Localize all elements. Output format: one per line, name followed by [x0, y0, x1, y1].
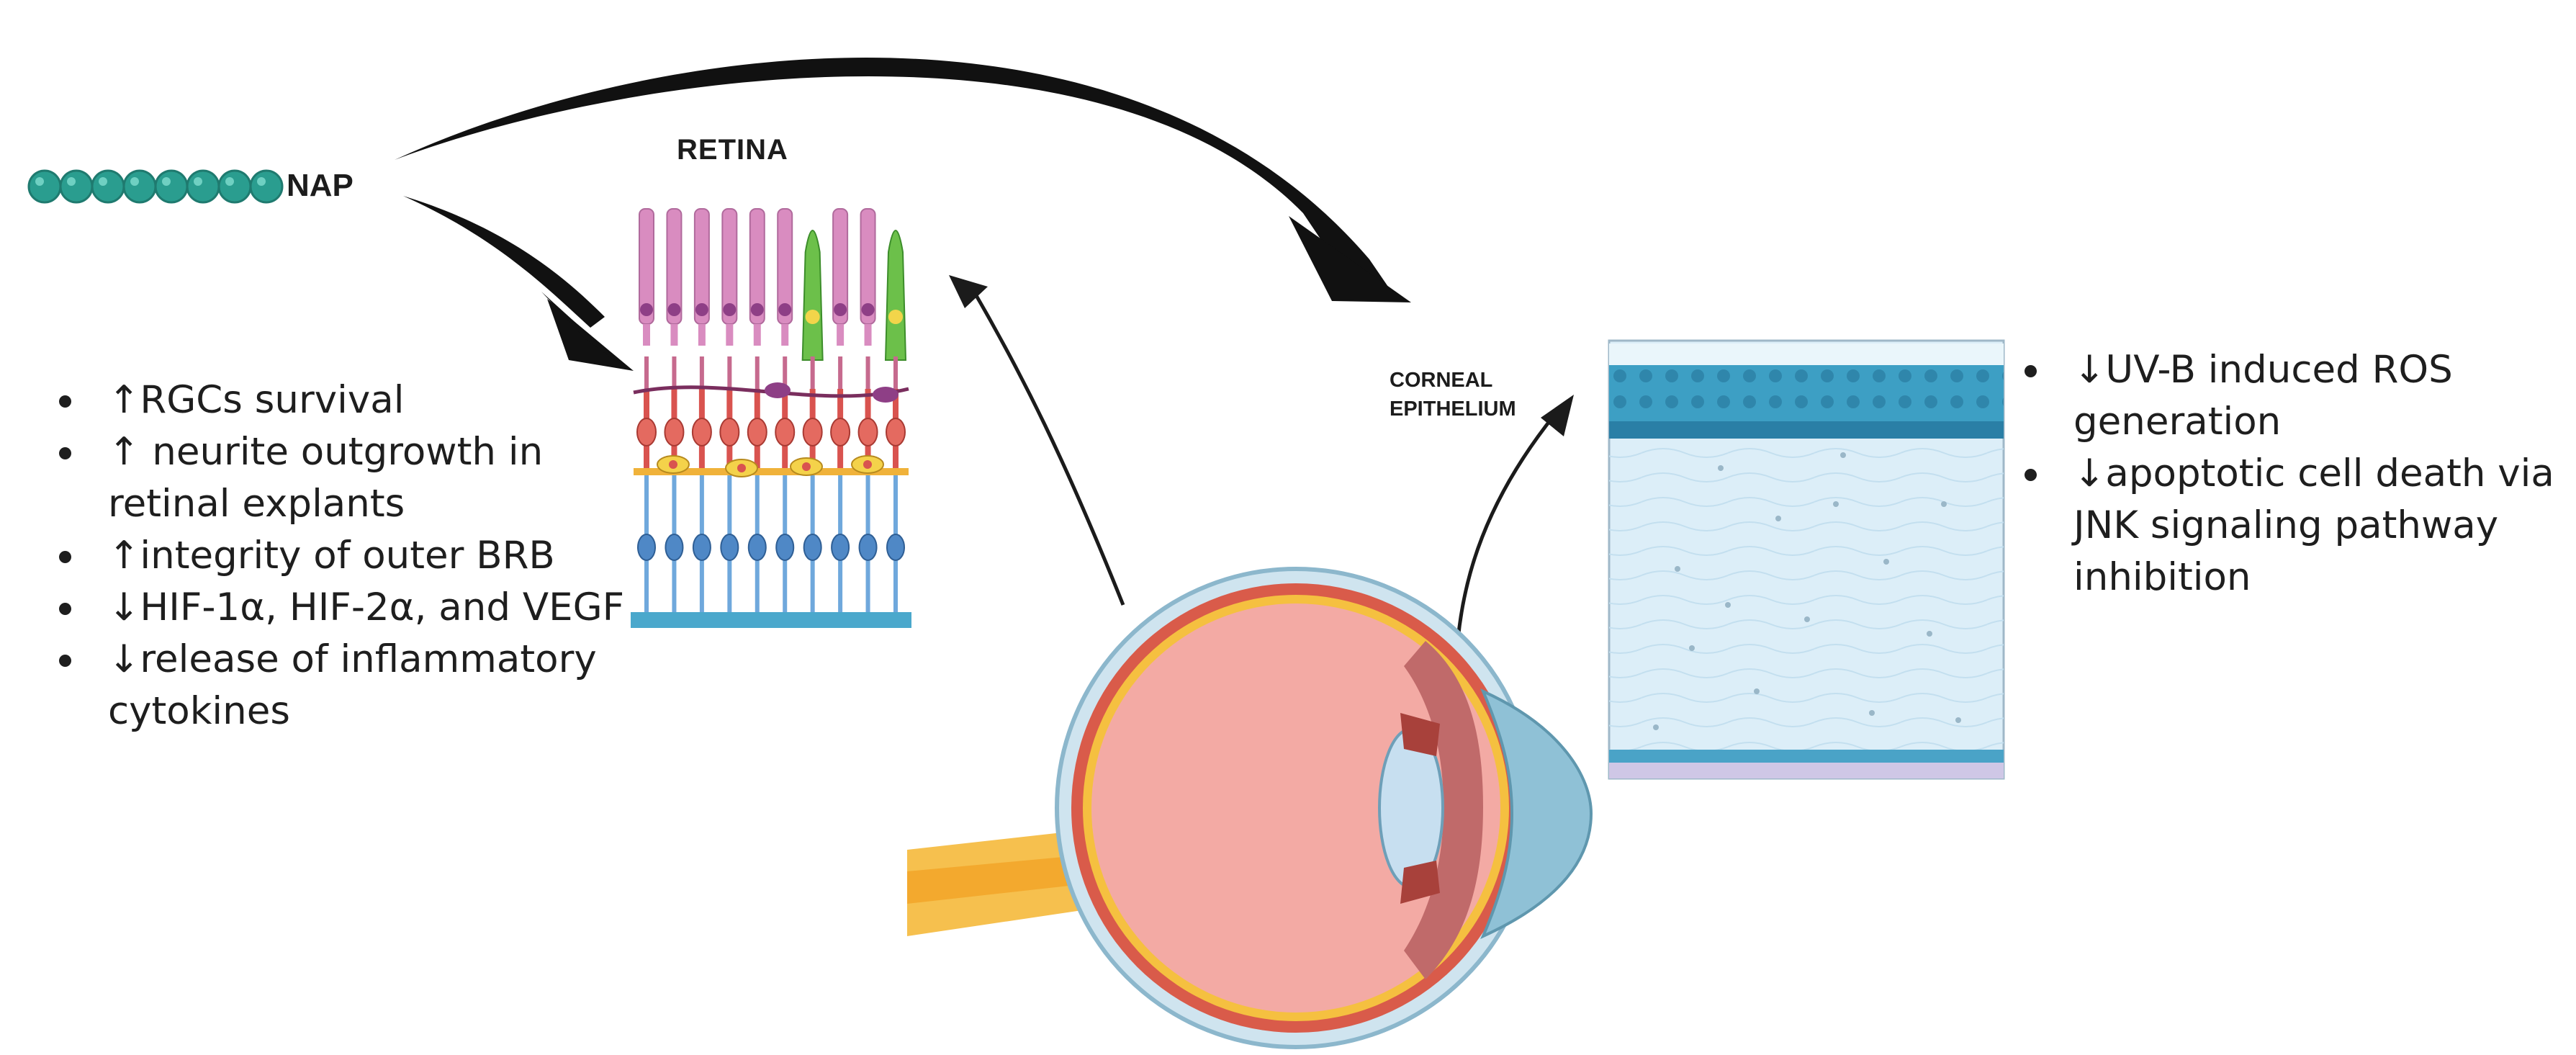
cornea-effects-list: ↓UV-B induced ROS generation ↓apoptotic … — [2009, 344, 2556, 603]
retina-label: RETINA — [677, 134, 788, 166]
arrow-nap-to-cornea — [395, 58, 1411, 302]
peptide-bead — [154, 169, 189, 204]
retina-effects-list: ↑RGCs survival ↑ neurite outgrowth in re… — [43, 374, 634, 737]
list-item: ↑ neurite outgrowth in retinal explants — [43, 426, 634, 530]
peptide-bead — [91, 169, 125, 204]
corneal-tissue-block — [1608, 339, 2005, 780]
effect-text: ↓release of inflammatory cytokines — [108, 637, 597, 733]
effect-text: ↑RGCs survival — [108, 378, 405, 422]
corneal-epithelium-label: CORNEAL EPITHELIUM — [1390, 369, 1516, 421]
effect-text: ↓apoptotic cell death via JNK signaling … — [2073, 452, 2554, 599]
nap-peptide-chain — [27, 169, 284, 204]
effect-text: ↑ neurite outgrowth in retinal explants — [108, 430, 544, 526]
eye-cross-section — [907, 567, 1593, 1049]
retina-layers-illustration — [631, 208, 911, 628]
bullet-icon — [59, 603, 71, 615]
arrow-nap-to-retina — [403, 196, 634, 371]
bullet-icon — [2025, 365, 2037, 377]
peptide-bead — [27, 169, 62, 204]
list-item: ↑RGCs survival — [43, 374, 634, 426]
peptide-bead — [122, 169, 157, 204]
nap-label: NAP — [287, 168, 353, 203]
peptide-bead — [59, 169, 94, 204]
bullet-icon — [59, 551, 71, 563]
list-item: ↓release of inflammatory cytokines — [43, 634, 634, 737]
list-item: ↓HIF-1α, HIF-2α, and VEGF — [43, 582, 634, 634]
bullet-icon — [59, 655, 71, 667]
peptide-bead — [217, 169, 252, 204]
peptide-bead — [249, 169, 284, 204]
peptide-bead — [186, 169, 220, 204]
arrow-eye-to-retina — [949, 275, 1125, 606]
bullet-icon — [2025, 469, 2037, 481]
effect-text: ↓UV-B induced ROS generation — [2073, 348, 2453, 444]
list-item: ↑integrity of outer BRB — [43, 530, 634, 582]
effect-text: ↑integrity of outer BRB — [108, 534, 555, 578]
bullet-icon — [59, 447, 71, 459]
list-item: ↓apoptotic cell death via JNK signaling … — [2009, 448, 2556, 603]
effect-text: ↓HIF-1α, HIF-2α, and VEGF — [108, 585, 625, 629]
bullet-icon — [59, 395, 71, 408]
list-item: ↓UV-B induced ROS generation — [2009, 344, 2556, 448]
